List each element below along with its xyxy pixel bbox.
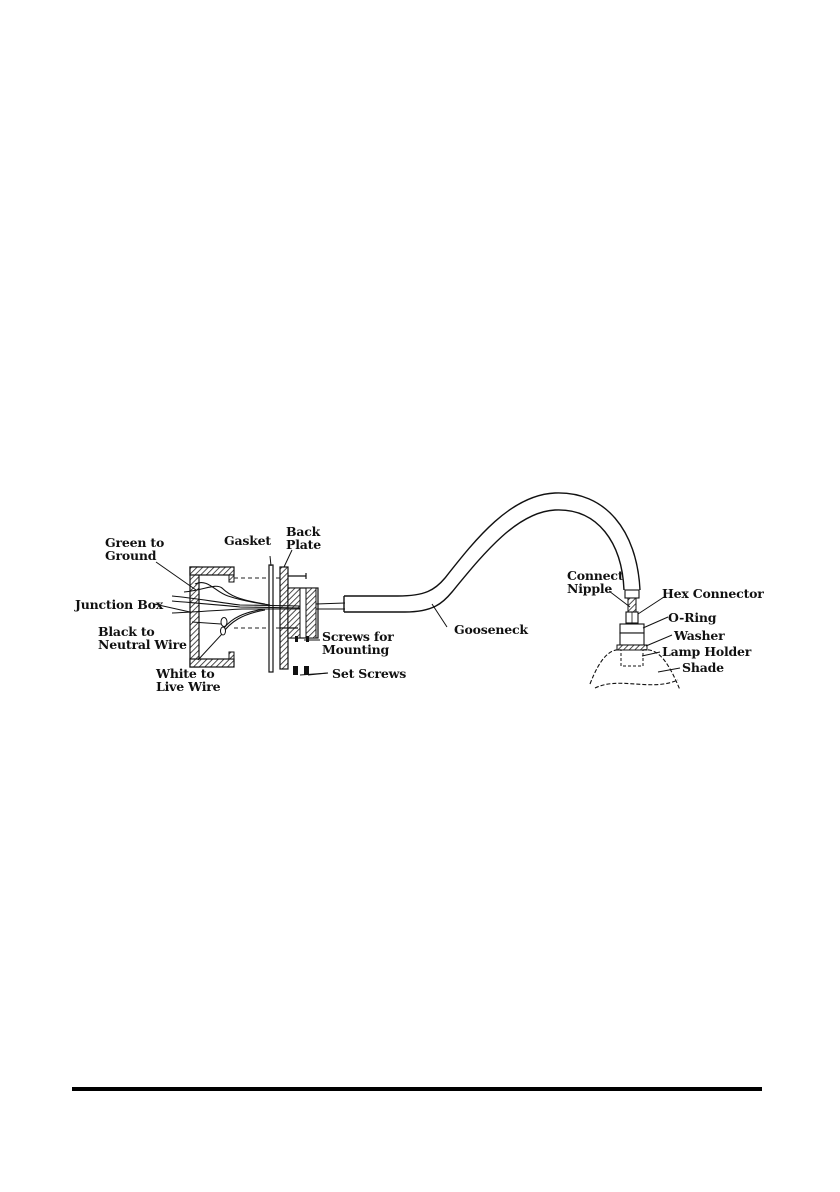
gasket	[269, 565, 273, 672]
label-junction-box: Junction Box	[75, 598, 163, 611]
label-shade: Shade	[682, 661, 724, 674]
set-screws	[293, 636, 309, 675]
washer	[617, 645, 647, 650]
back-plate	[280, 567, 318, 669]
label-gasket: Gasket	[224, 534, 271, 547]
lamp-holder	[621, 650, 643, 666]
label-washer: Washer	[674, 629, 725, 642]
label-gooseneck: Gooseneck	[454, 623, 528, 636]
hex-connector	[626, 612, 638, 623]
connect-nipple	[625, 590, 639, 612]
junction-box	[190, 567, 234, 667]
label-set-screws: Set Screws	[332, 667, 406, 680]
wire-nut-icon	[221, 618, 228, 636]
label-o-ring: O-Ring	[668, 611, 716, 624]
label-lamp-holder: Lamp Holder	[662, 645, 751, 658]
page-footer-rule	[72, 1087, 762, 1091]
label-hex-connector: Hex Connector	[662, 587, 764, 600]
o-ring	[620, 624, 644, 645]
